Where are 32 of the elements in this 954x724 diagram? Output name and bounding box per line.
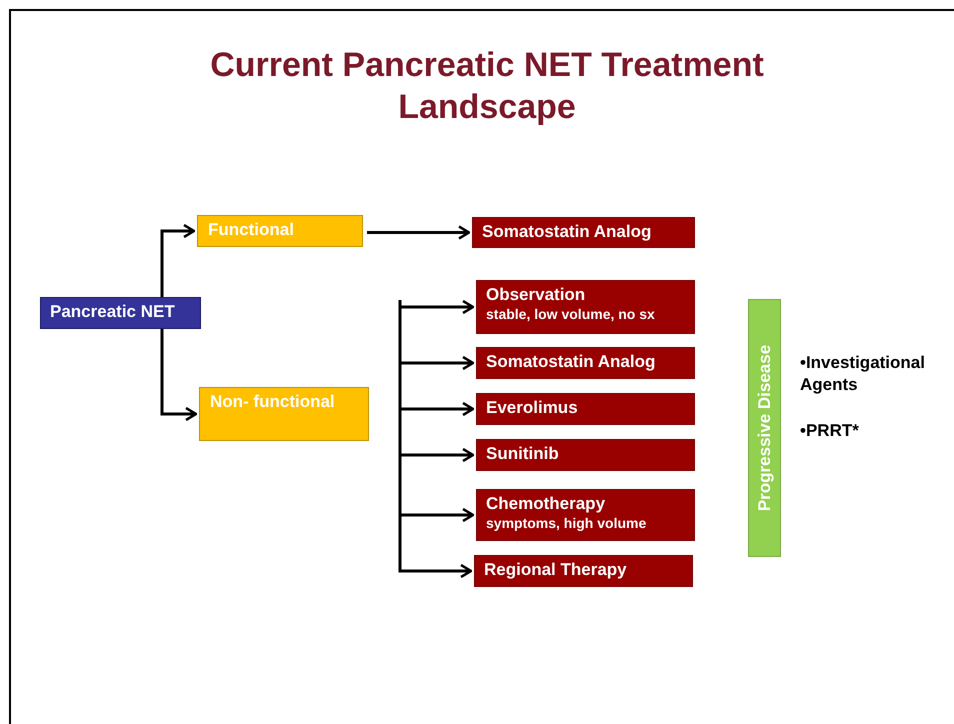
- stage-band: [748, 299, 781, 557]
- box-label: Functional: [208, 220, 295, 240]
- box-label: Regional Therapy: [484, 560, 628, 580]
- treatment-box: [476, 393, 695, 425]
- box-subtext: symptoms, high volume: [486, 514, 648, 532]
- category-box: [197, 215, 363, 247]
- box-label: Everolimus: [486, 398, 579, 418]
- box-heading: Observation: [486, 285, 586, 305]
- box-label: Sunitinib: [486, 444, 560, 464]
- arrow: [160, 224, 196, 297]
- arrow: [160, 329, 198, 422]
- arrow: [398, 300, 472, 578]
- title: Current Pancreatic NET Treatment Landscape: [209, 45, 765, 128]
- box-label: Pancreatic NET: [50, 302, 176, 322]
- treatment-box: [476, 280, 695, 334]
- stage-label: Progressive Disease: [754, 344, 774, 512]
- bullet-item: •Investigational Agents: [800, 352, 926, 396]
- treatment-box: [476, 439, 695, 471]
- category-box: [199, 387, 369, 441]
- treatment-box: [472, 217, 695, 248]
- box-label: Somatostatin Analog: [482, 222, 652, 242]
- bullet-item: •PRRT*: [800, 420, 860, 442]
- box-label: Somatostatin Analog: [486, 352, 656, 372]
- treatment-box: [476, 489, 695, 541]
- box-heading: Chemotherapy: [486, 494, 606, 514]
- box-label: Non- functional: [210, 392, 336, 412]
- box-subtext: stable, low volume, no sx: [486, 305, 656, 323]
- treatment-box: [476, 347, 695, 379]
- category-box: [40, 297, 201, 329]
- treatment-box: [474, 555, 693, 587]
- arrow: [367, 225, 470, 240]
- arrow: [398, 300, 474, 314]
